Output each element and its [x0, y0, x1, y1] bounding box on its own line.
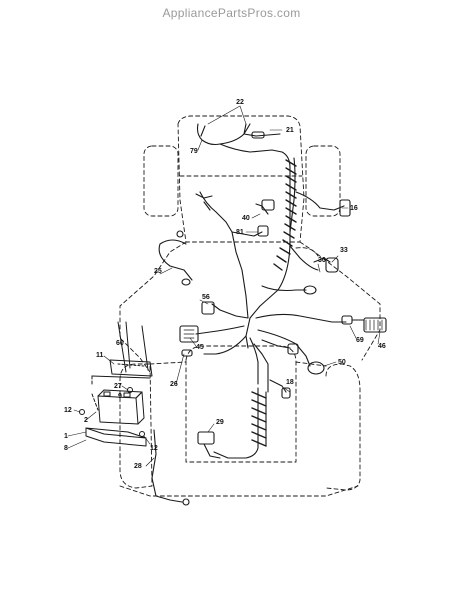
callout-label: 27	[114, 383, 122, 390]
callout-label: 40	[242, 215, 250, 222]
callout-label: 69	[356, 337, 364, 344]
callout-label: 8	[64, 445, 68, 452]
callout-label: 30	[318, 257, 326, 264]
callout-label: 60	[116, 340, 124, 347]
callout-label: 21	[286, 127, 294, 134]
callout-label: 12	[150, 445, 158, 452]
callout-label: 56	[202, 294, 210, 301]
callout-label: 12	[64, 407, 72, 414]
callout-label: 79	[190, 148, 198, 155]
callout-label: 46	[378, 343, 386, 350]
callout-label: 25	[154, 268, 162, 275]
leader-lines	[67, 105, 381, 467]
callout-label: 28	[134, 463, 142, 470]
callout-label: 26	[170, 381, 178, 388]
callout-label: 45	[196, 344, 204, 351]
callout-label: 16	[350, 205, 358, 212]
callout-label: 2	[84, 417, 88, 424]
watermark-text: AppliancePartsPros.com	[162, 6, 301, 20]
callout-label: 22	[236, 99, 244, 106]
callout-label: 33	[340, 247, 348, 254]
callout-label: 1	[64, 433, 68, 440]
callout-label: 81	[236, 229, 244, 236]
callout-numbers: 22 21 79 16 40 81 33 30 25 56 45 69 46 5…	[64, 99, 386, 470]
tractor-outline	[119, 115, 381, 497]
callout-label: 50	[338, 359, 346, 366]
callout-label: 11	[96, 352, 104, 359]
callout-label: 9	[118, 393, 122, 400]
wire-harness	[151, 123, 387, 506]
callout-label: 29	[216, 419, 224, 426]
callout-label: 18	[286, 379, 294, 386]
